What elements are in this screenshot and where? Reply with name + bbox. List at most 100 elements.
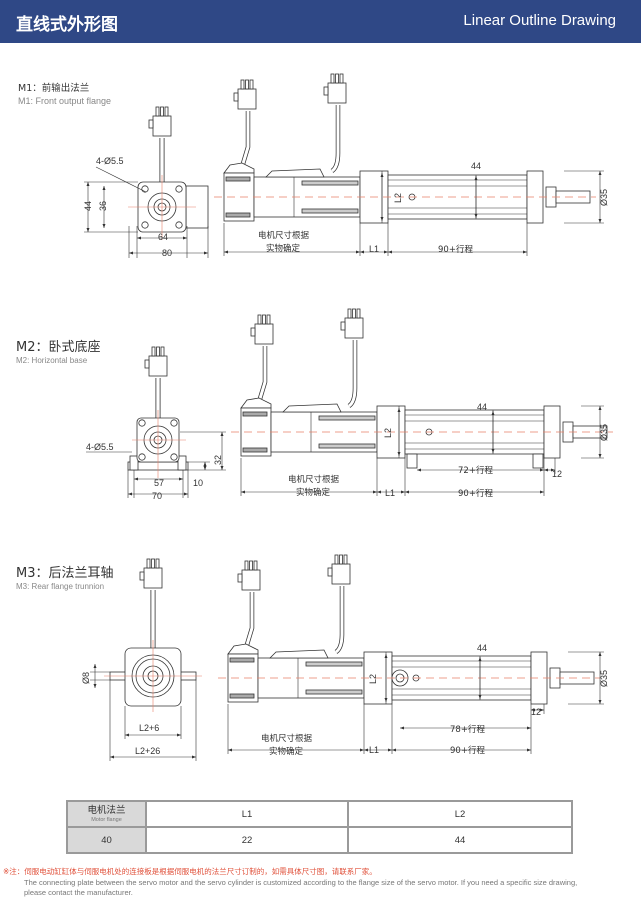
arrow-head: [129, 251, 133, 255]
cable-2-inner: [335, 586, 344, 654]
m3-d12-label: 12: [531, 707, 541, 717]
arrow-head: [179, 477, 183, 481]
motor-flange-table: 电机法兰 Motor flange L1 L2 40 22 44: [66, 800, 573, 854]
connector-pin: [249, 560, 253, 571]
motor-stripe: [242, 411, 268, 417]
stroke-dim: [392, 748, 531, 752]
motor-slot: [305, 661, 363, 667]
arrow-head: [540, 708, 544, 712]
m3-title-en: M3: Rear flange trunnion: [16, 582, 105, 591]
stroke-inner-dim: [400, 726, 531, 730]
connector-body: [327, 82, 347, 104]
connector-pin: [155, 558, 160, 569]
header-motor-flange-en: Motor flange: [91, 816, 122, 823]
arrow-head: [93, 684, 97, 688]
cable-1-inner: [244, 592, 254, 649]
connector: [139, 558, 163, 589]
h10-dim: [203, 462, 207, 470]
m3-w-inner-label: L2+6: [139, 723, 159, 733]
arrow-head: [523, 250, 527, 254]
w70-dim: [128, 492, 188, 496]
m2-title-en: M2: Horizontal base: [16, 356, 88, 365]
m1-rod-label: Ø35: [599, 189, 609, 206]
m3-rod-label: Ø35: [599, 670, 609, 687]
table-header-row: 电机法兰 Motor flange L1 L2: [66, 800, 573, 828]
arrow-head: [134, 477, 138, 481]
arrow-head: [531, 708, 535, 712]
encoder-connector: [237, 560, 261, 591]
motor-stripe: [225, 212, 251, 218]
motor-stripe: [225, 176, 251, 182]
arrow-head: [540, 490, 544, 494]
w64-dim: [137, 236, 187, 240]
connector-latch: [327, 567, 333, 577]
side-view-m3: [218, 554, 600, 705]
arrow-head: [384, 698, 388, 702]
connector-pin: [160, 106, 164, 117]
m2-d12-label: 12: [552, 469, 562, 479]
m2-motor-note-1: 电机尺寸根据: [288, 474, 340, 485]
arrow-head: [177, 733, 181, 737]
rod-dim: [598, 652, 602, 704]
w-inner-dim: [125, 733, 181, 737]
side-view-m1: [214, 73, 596, 224]
base-foot: [532, 453, 544, 469]
arrow-head: [598, 652, 602, 656]
connector-pin: [356, 308, 361, 319]
arrow-head: [474, 176, 478, 180]
arrow-head: [360, 748, 364, 752]
tube-dim: [491, 411, 495, 453]
connector-pin: [160, 346, 165, 357]
header-motor-flange-cn: 电机法兰: [87, 804, 126, 816]
connector-pin: [249, 79, 254, 90]
arrow-head: [384, 250, 388, 254]
m3-tube-label: 44: [477, 643, 487, 653]
connector-pin: [146, 558, 151, 569]
cable-gland: [269, 649, 329, 659]
connector-pin: [330, 73, 335, 84]
arrow-head: [598, 171, 602, 175]
arrow-head: [388, 748, 392, 752]
connector-latch: [148, 119, 154, 129]
arrow-head: [125, 733, 129, 737]
cell-flange: 40: [66, 826, 147, 854]
stroke-inner-dim: [417, 468, 544, 472]
bolt-hole: [175, 185, 183, 193]
arrow-head: [86, 182, 90, 186]
m2-h10-label: 10: [193, 478, 203, 488]
arrow-head: [102, 224, 106, 228]
header-cell-motor-flange: 电机法兰 Motor flange: [66, 800, 147, 828]
connector-body: [237, 88, 257, 110]
connector-pin: [334, 554, 339, 565]
connector-latch: [250, 327, 256, 337]
m2-l1-label: L1: [385, 488, 395, 498]
connector-body: [331, 563, 351, 585]
connector-latch: [237, 573, 243, 583]
front-view-m2: [86, 346, 226, 498]
encoder-connector: [233, 79, 257, 110]
cable-gland: [265, 168, 325, 178]
connector: [144, 346, 168, 377]
m1-motor-note-2: 实物确定: [266, 243, 301, 254]
h36-dim: [102, 186, 106, 228]
l1-dim: [377, 490, 405, 494]
motor-stripe: [229, 693, 255, 699]
base-tab: [177, 455, 187, 471]
note-en: The connecting plate between the servo m…: [24, 878, 578, 897]
power-connector: [323, 73, 347, 104]
arrow-head: [401, 490, 405, 494]
header-title-en: Linear Outline Drawing: [463, 12, 616, 29]
arrow-head: [220, 432, 224, 436]
w57-dim: [134, 477, 183, 481]
cable-1-inner: [240, 111, 250, 168]
m2-rod-label: Ø35: [599, 424, 609, 441]
motor-slot: [301, 208, 359, 214]
connector-pin: [151, 346, 156, 357]
arrow-head: [184, 492, 188, 496]
arrow-head: [478, 695, 482, 699]
m2-motor-note-2: 实物确定: [296, 487, 331, 498]
arrow-head: [203, 462, 207, 466]
m2-h32-label: 32: [213, 455, 223, 465]
arrow-head: [598, 406, 602, 410]
m1-title-en: M1: Front output flange: [18, 96, 112, 106]
